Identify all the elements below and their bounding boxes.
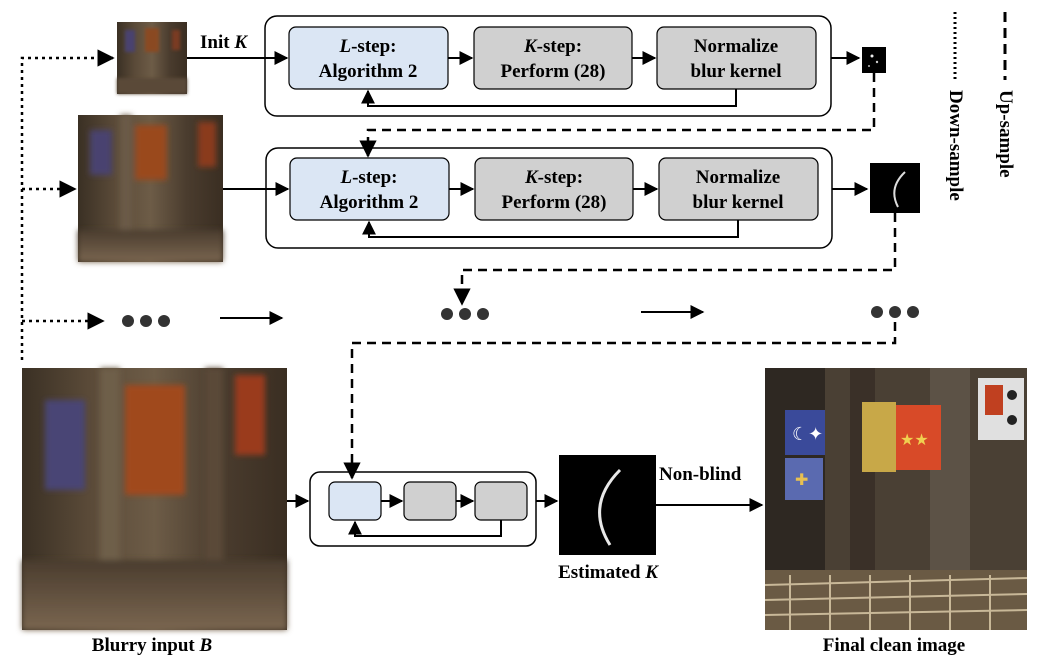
- downsample-arrow-stage1: [20, 49, 115, 360]
- upsample-arrow-to-final: [343, 322, 897, 480]
- init-k-label: Init K: [200, 32, 248, 53]
- final-clean-label: Final clean image: [823, 635, 965, 656]
- estimated-kernel-image: [559, 455, 656, 555]
- final-clean-image: ☾✦ ✚ ★★: [764, 368, 1028, 630]
- stage2-container: [265, 147, 833, 249]
- non-blind-label: Non-blind: [659, 464, 742, 485]
- stage2-kstep-subtitle: Perform (28): [502, 192, 607, 213]
- stage2-lstep-title: L-step:: [340, 167, 398, 188]
- stage1-feedback-arrow: [361, 89, 737, 107]
- ellipsis-right: [871, 306, 919, 318]
- legend-upsample-label: Up-sample: [995, 90, 1016, 178]
- svg-text:✚: ✚: [795, 470, 808, 489]
- stage2-input-thumbnail: [78, 115, 223, 262]
- stage2-normalize-line1: Normalize: [696, 167, 780, 188]
- kernel-stage2-image: [870, 163, 920, 213]
- final-lstep-box: [328, 481, 382, 521]
- upsample-arrow-2-to-next: [453, 213, 897, 306]
- final-feedback-arrow: [348, 520, 502, 537]
- final-normalize-box: [474, 481, 528, 521]
- blurry-input-label: Blurry input B: [92, 635, 212, 656]
- final-kstep-box: [403, 481, 457, 521]
- svg-text:★★: ★★: [900, 430, 929, 449]
- ellipsis-left: [122, 315, 170, 327]
- stage1-normalize-line1: Normalize: [694, 36, 778, 57]
- kernel-stage1-image: [862, 47, 886, 73]
- stage1-lstep-subtitle: Algorithm 2: [319, 61, 418, 82]
- stage2-kstep-title: K-step:: [524, 167, 583, 188]
- blurry-input-image: [22, 368, 287, 630]
- stage1-lstep-title: L-step:: [339, 36, 397, 57]
- svg-text:☾✦: ☾✦: [792, 424, 823, 445]
- stage1-input-thumbnail: [117, 22, 187, 94]
- stage1-normalize-line2: blur kernel: [691, 61, 782, 82]
- stage1-container: [264, 15, 832, 117]
- estimated-k-label: Estimated K: [558, 562, 659, 583]
- final-stage-container: [309, 471, 537, 547]
- stage1-kstep-subtitle: Perform (28): [501, 61, 606, 82]
- legend-downsample-label: Down-sample: [945, 90, 966, 201]
- stage2-normalize-line2: blur kernel: [693, 192, 784, 213]
- stage2-feedback-arrow: [362, 220, 739, 238]
- ellipsis-middle: [441, 308, 489, 320]
- upsample-arrow-1-to-2: [359, 73, 876, 158]
- stage2-lstep-subtitle: Algorithm 2: [320, 192, 419, 213]
- stage1-kstep-title: K-step:: [523, 36, 582, 57]
